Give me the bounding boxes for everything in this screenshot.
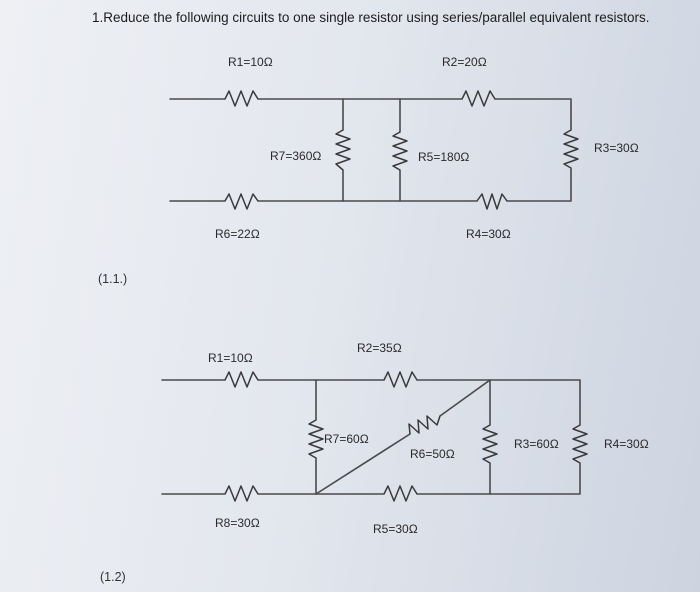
circuit-1: R1=10Ω R2=20Ω R3=30Ω R4=30Ω R5=180Ω R6=2… (169, 55, 639, 241)
circuit-2: R1=10Ω R2=35Ω R3=60Ω R4=30Ω R5=30Ω R6=50… (161, 341, 649, 536)
c1-r3-down-wire (506, 167, 572, 202)
c1-resistor-r7 (335, 129, 351, 171)
c2-label-r5: R5=30Ω (373, 522, 418, 536)
c1-resistor-r2 (461, 90, 496, 107)
c2-label-r1: R1=10Ω (208, 351, 253, 365)
c2-diagonal-wire (315, 379, 491, 495)
c1-label-r3: R3=30Ω (594, 141, 639, 155)
c2-top-wire-right (416, 379, 581, 426)
c1-label-r6: R6=22Ω (215, 227, 260, 241)
c1-resistor-r3 (563, 129, 579, 169)
c2-label-r7: R7=60Ω (324, 432, 369, 446)
c2-resistor-r3 (482, 424, 498, 464)
c2-resistor-r6 (408, 415, 441, 435)
c2-label-r2: R2=35Ω (357, 341, 402, 355)
c1-resistor-r5 (392, 131, 408, 171)
c1-label-r1: R1=10Ω (228, 55, 273, 69)
problem-heading: 1.Reduce the following circuits to one s… (92, 10, 650, 25)
c1-top-wire-right (494, 98, 572, 131)
c2-label-r8: R8=30Ω (215, 516, 260, 530)
circuit-1-tag: (1.1.) (98, 272, 128, 286)
c2-resistor-r4 (572, 424, 588, 464)
c1-label-r7: R7=360Ω (270, 149, 321, 163)
c1-label-r4: R4=30Ω (466, 227, 511, 241)
c1-resistor-r1 (224, 90, 259, 107)
c2-r4-down-wire (416, 462, 581, 495)
c1-label-r5: R5=180Ω (418, 150, 469, 164)
c2-label-r6: R6=50Ω (410, 447, 455, 461)
c2-label-r3: R3=60Ω (514, 437, 559, 451)
c2-resistor-r2 (383, 371, 418, 388)
circuit-2-tag: (1.2) (100, 570, 126, 584)
c2-label-r4: R4=30Ω (604, 437, 649, 451)
c2-resistor-r8 (224, 485, 259, 502)
c2-resistor-r5 (383, 485, 418, 502)
c1-label-r2: R2=20Ω (442, 55, 487, 69)
c1-resistor-r4 (476, 193, 508, 210)
c2-resistor-r7 (308, 419, 324, 459)
c2-resistor-r1 (224, 371, 259, 388)
c1-resistor-r6 (224, 193, 259, 210)
